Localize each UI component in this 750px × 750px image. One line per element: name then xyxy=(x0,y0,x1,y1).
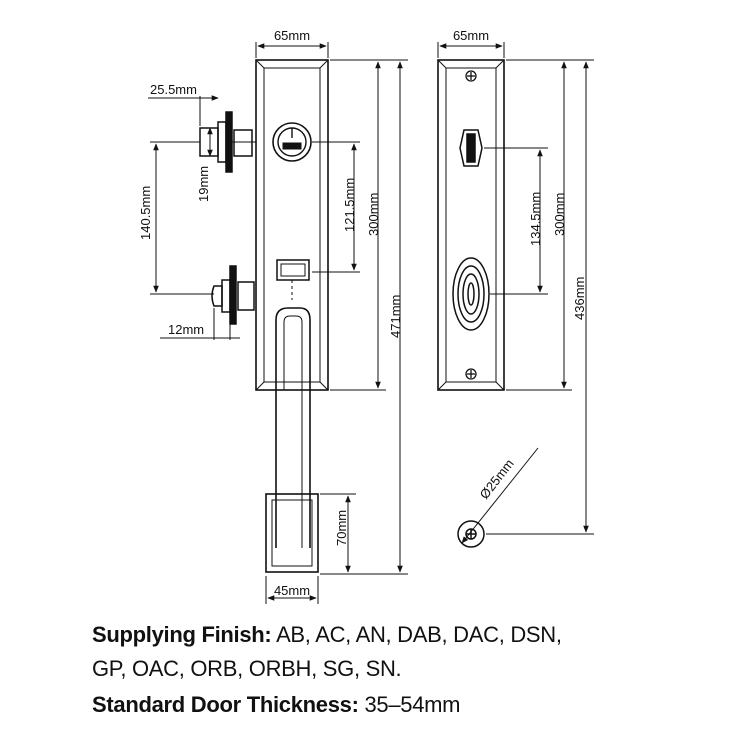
dim-grip-bracket-width: 45mm xyxy=(274,583,310,598)
front-dimension-lines xyxy=(148,42,408,604)
lockset-technical-drawing: 65mm 65mm 25.5mm 19mm 140.5mm 12mm 121.5… xyxy=(138,28,594,604)
door-thickness-line: Standard Door Thickness: 35–54mm xyxy=(92,692,460,718)
deadbolt-side-view xyxy=(199,111,256,173)
key-cylinder xyxy=(272,122,312,162)
inside-knob-rosette xyxy=(452,257,490,331)
thumb-piece xyxy=(276,259,310,300)
dim-back-centers: 134.5mm xyxy=(528,192,543,246)
door-thickness-label: Standard Door Thickness: xyxy=(92,692,359,717)
supplying-finish-line-2: GP, OAC, ORB, ORBH, SG, SN. xyxy=(92,656,402,682)
dim-front-plate-height: 300mm xyxy=(366,193,381,236)
dim-center-distance: 140.5mm xyxy=(138,186,153,240)
back-plate xyxy=(437,59,505,391)
dim-back-width: 65mm xyxy=(453,28,489,43)
latch-side-view xyxy=(211,265,255,325)
dim-deadbolt-projection: 25.5mm xyxy=(150,82,197,97)
screw-icon xyxy=(465,70,477,380)
dim-front-width: 65mm xyxy=(274,28,310,43)
back-dimension-lines xyxy=(437,42,594,544)
mounting-hole xyxy=(457,520,485,548)
supplying-finish-values-1: AB, AC, AN, DAB, DAC, DSN, xyxy=(276,622,562,647)
supplying-finish-values-2: GP, OAC, ORB, ORBH, SG, SN. xyxy=(92,656,402,681)
dim-back-to-mount: 436mm xyxy=(572,277,587,320)
handle-grip xyxy=(265,307,319,573)
door-thickness-value: 35–54mm xyxy=(364,692,461,717)
dim-cylinder-to-thumb: 121.5mm xyxy=(342,178,357,232)
supplying-finish-label: Supplying Finish: xyxy=(92,622,272,647)
dim-overall-front-height: 471mm xyxy=(388,295,403,338)
dim-back-plate-height: 300mm xyxy=(552,193,567,236)
supplying-finish-line-1: Supplying Finish: AB, AC, AN, DAB, DAC, … xyxy=(92,622,562,648)
dim-deadbolt-thickness: 19mm xyxy=(196,166,211,202)
dim-hole-diameter: Ø25mm xyxy=(477,456,517,502)
front-escutcheon xyxy=(255,59,329,391)
thumb-turn xyxy=(459,129,483,167)
dim-grip-bracket-height: 70mm xyxy=(334,510,349,546)
dim-latch-projection: 12mm xyxy=(168,322,204,337)
